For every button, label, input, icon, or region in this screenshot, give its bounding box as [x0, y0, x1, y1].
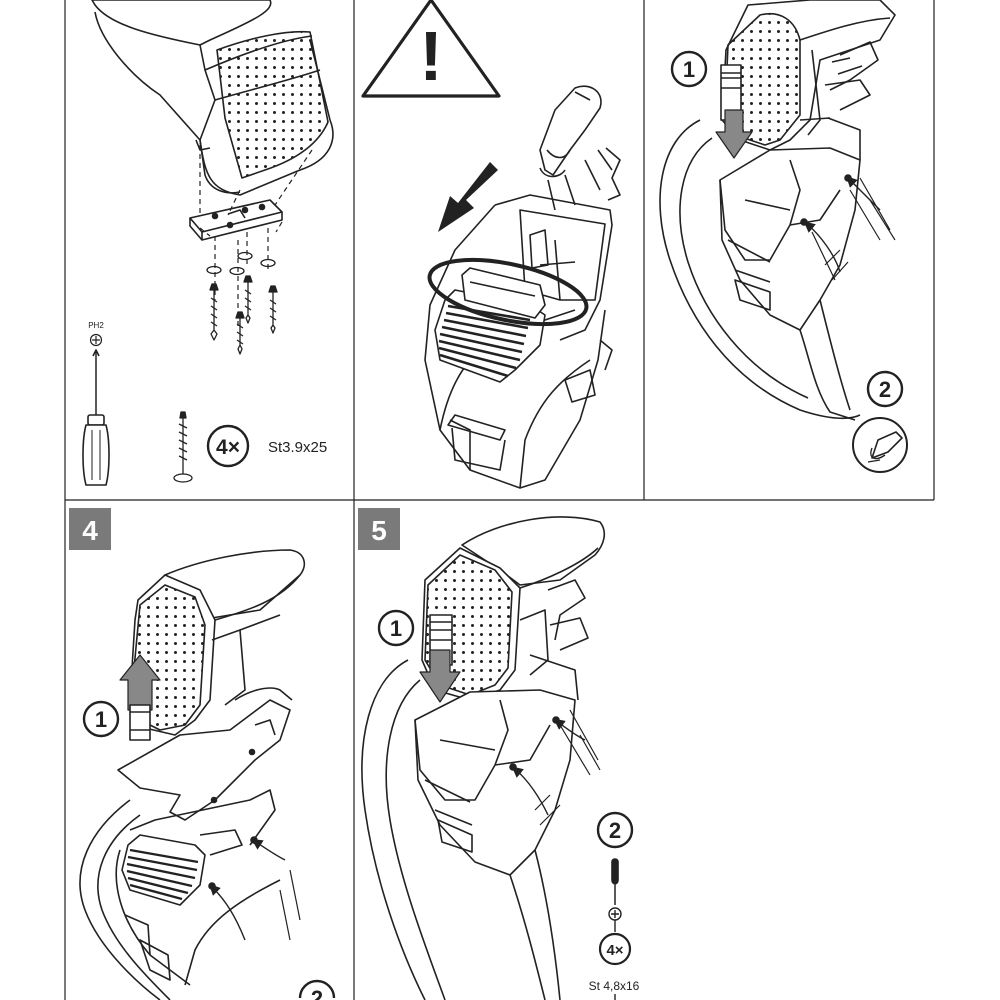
direction-arrow-icon: [209, 884, 246, 941]
perforated-panel: [724, 13, 801, 146]
phillips-screwdriver-icon: [608, 858, 622, 932]
screw-icon: [173, 411, 193, 483]
step-callout-1: 1: [82, 700, 120, 738]
arrow-down-icon: [419, 649, 461, 703]
callout-2-label: 2: [879, 377, 891, 402]
step-badge-4: 4: [69, 508, 111, 550]
center-console: [414, 654, 579, 876]
panel-3: 1 2: [659, 0, 908, 473]
seat-belt-loop: [79, 799, 301, 1000]
direction-arrow-icon: [553, 718, 586, 741]
step-badge-5: 5: [358, 508, 400, 550]
seat-belt-loop: [659, 119, 896, 421]
highlight-ring: [427, 257, 589, 327]
panel-5: 5: [358, 508, 640, 1000]
direction-arrow-icon: [803, 221, 841, 273]
strap-buckle: [129, 704, 151, 741]
step-number-5: 5: [371, 515, 387, 546]
screw-count-label: 4×: [606, 942, 623, 959]
center-console: [719, 117, 861, 331]
direction-arrow-icon: [438, 162, 498, 232]
callout-1-label: 1: [95, 707, 107, 732]
screw-icon: [245, 282, 251, 324]
ribbed-lid: [121, 834, 206, 906]
callout-2-label: 2: [311, 986, 323, 1000]
callout-1-label: 1: [683, 57, 695, 82]
tool-size-label: PH2: [88, 321, 104, 330]
seat-belt-loop: [361, 659, 601, 1000]
callout-2-label: 2: [609, 818, 621, 843]
phillips-screwdriver-icon: PH2: [82, 321, 110, 486]
mounting-plate: [189, 199, 283, 241]
screw-count-label: 4×: [216, 436, 240, 459]
ribbed-lid: [434, 267, 546, 383]
warning-triangle-icon: !: [361, 0, 501, 98]
armrest-illustration: [721, 0, 896, 151]
step-callout-2: 2: [298, 979, 336, 1000]
screw-spec-label: St 4,8x16: [589, 979, 640, 993]
step-callout-1: 1: [377, 609, 415, 647]
washers: [206, 251, 276, 276]
armrest-illustration: [91, 0, 334, 196]
perforated-panel: [216, 30, 329, 179]
step-callout-2: 2: [866, 370, 904, 408]
screw-quantity-callout: 4× St 4,8x16: [589, 932, 640, 1000]
screw-icon: [270, 292, 276, 334]
center-console: [115, 687, 293, 986]
gear-lever: [539, 85, 621, 211]
callout-1-label: 1: [390, 616, 402, 641]
warning-symbol: !: [419, 17, 442, 95]
arrow-up-icon: [119, 654, 161, 711]
panel-grid: [64, 0, 935, 1000]
panel-2: !: [361, 0, 621, 489]
step-callout-1: 1: [670, 50, 708, 88]
screws: [209, 275, 278, 355]
panel-4: 4: [69, 508, 336, 1000]
direction-arrow-icon: [846, 176, 881, 211]
arrow-down-icon: [715, 109, 753, 159]
direction-arrow-icon: [511, 766, 549, 816]
screw-quantity-callout: 4× St3.9x25: [173, 411, 327, 483]
screw-spec-label: St3.9x25: [268, 439, 327, 456]
pencil-mark-icon: [852, 417, 908, 473]
step-number-4: 4: [82, 515, 98, 546]
panel-1: PH2 4× St3.9x25: [82, 0, 334, 486]
step-callout-2: 2: [596, 811, 634, 849]
phillips-head-icon: [89, 333, 103, 347]
direction-arrow-icon: [251, 838, 286, 861]
screw-icon: [237, 318, 243, 355]
